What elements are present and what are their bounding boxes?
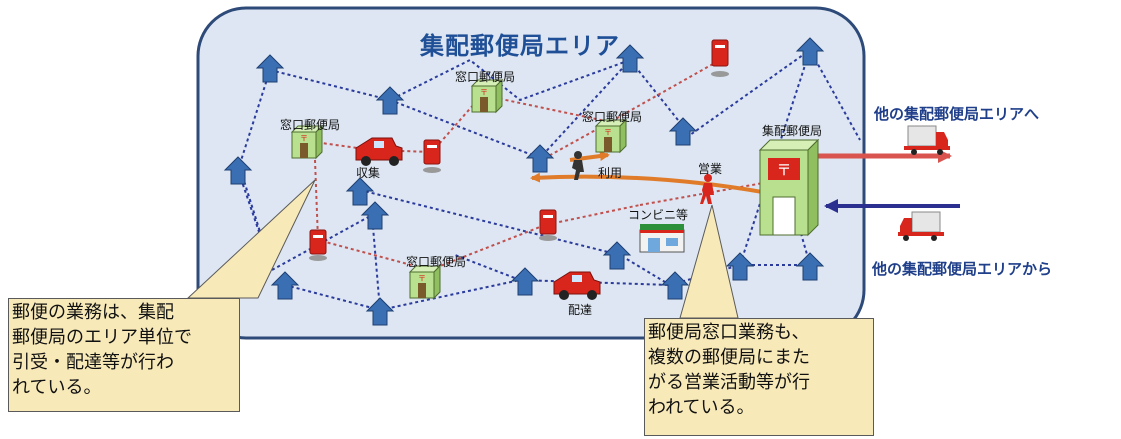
mailbox-icon: [711, 39, 729, 77]
house-icon: [345, 177, 375, 206]
mailbox-icon: [309, 229, 327, 261]
svg-text:〒: 〒: [418, 274, 426, 283]
house-icon: [615, 44, 645, 73]
outgoing-truck-icon: [904, 125, 950, 155]
delivery-label: 配達: [568, 303, 593, 317]
house-icon: [725, 252, 755, 281]
house-icon: [223, 156, 253, 185]
callout-right: 郵便局窓口業務も、 複数の郵便局にまた がる営業活動等が行 われている。: [644, 318, 874, 436]
window-office-label: 窓口郵便局: [455, 70, 516, 84]
convenience-store-label: コンビニ等: [628, 208, 689, 222]
sales-staff-icon: [700, 174, 714, 204]
house-icon: [270, 271, 300, 300]
svg-text:〒: 〒: [604, 128, 612, 137]
window-office-label: 窓口郵便局: [582, 110, 643, 124]
house-icon: [375, 86, 405, 115]
central-post-office-icon: 〒: [758, 138, 820, 237]
post-office-icon: 〒: [470, 78, 504, 114]
collection-vehicle-icon: [355, 137, 403, 166]
svg-text:〒: 〒: [776, 161, 791, 179]
delivery-vehicle-icon: [553, 271, 601, 300]
window-office-label: 窓口郵便局: [406, 255, 467, 269]
callout-line: 郵便の業務は、集配: [12, 302, 174, 323]
house-icon: [365, 297, 395, 326]
post-office-icon: 〒: [408, 264, 442, 300]
svg-text:〒: 〒: [300, 134, 308, 143]
sales-label: 営業: [698, 162, 723, 176]
mailbox-icon: [423, 139, 441, 173]
central-office-label: 集配郵便局: [762, 124, 823, 138]
usage-arrow: [569, 151, 610, 162]
incoming-truck-icon: [898, 211, 944, 241]
usage-label: 利用: [598, 166, 623, 180]
post-office-icon: 〒: [594, 118, 628, 154]
house-icon: [360, 201, 390, 230]
house-icon: [255, 54, 285, 83]
callout-line: 郵便局のエリア単位で: [12, 327, 192, 348]
post-office-icon: 〒: [290, 124, 324, 160]
svg-text:〒: 〒: [480, 88, 488, 97]
callout-line: 引受・配達等が行わ: [12, 352, 174, 373]
house-icons: [223, 37, 825, 326]
window-office-label: 窓口郵便局: [280, 118, 341, 132]
customer-icon: [572, 151, 584, 180]
house-icon: [525, 144, 555, 173]
outgoing-label: 他の集配郵便局エリアへ: [874, 105, 1040, 123]
callout-line: 郵便局窓口業務も、: [648, 322, 810, 343]
convenience-store-icon: [639, 224, 685, 253]
incoming-label: 他の集配郵便局エリアから: [872, 260, 1053, 278]
mailbox-icon: [539, 209, 557, 241]
callout-left: 郵便の業務は、集配 郵便局のエリア単位で 引受・配達等が行わ れている。: [8, 298, 240, 412]
sales-activity-arrow: [530, 172, 769, 195]
callout-line: われている。: [648, 397, 755, 418]
callout-line: 複数の郵便局にまた: [648, 347, 810, 368]
callout-line: がる営業活動等が行: [648, 372, 810, 393]
area-title: 集配郵便局エリア: [420, 32, 620, 60]
collection-label: 収集: [356, 166, 381, 180]
house-icon: [668, 117, 698, 146]
house-icon: [795, 37, 825, 66]
house-icon: [510, 267, 540, 296]
house-icon: [660, 271, 690, 300]
house-icon: [795, 252, 825, 281]
house-icon: [602, 241, 632, 270]
callout-line: れている。: [12, 377, 102, 398]
